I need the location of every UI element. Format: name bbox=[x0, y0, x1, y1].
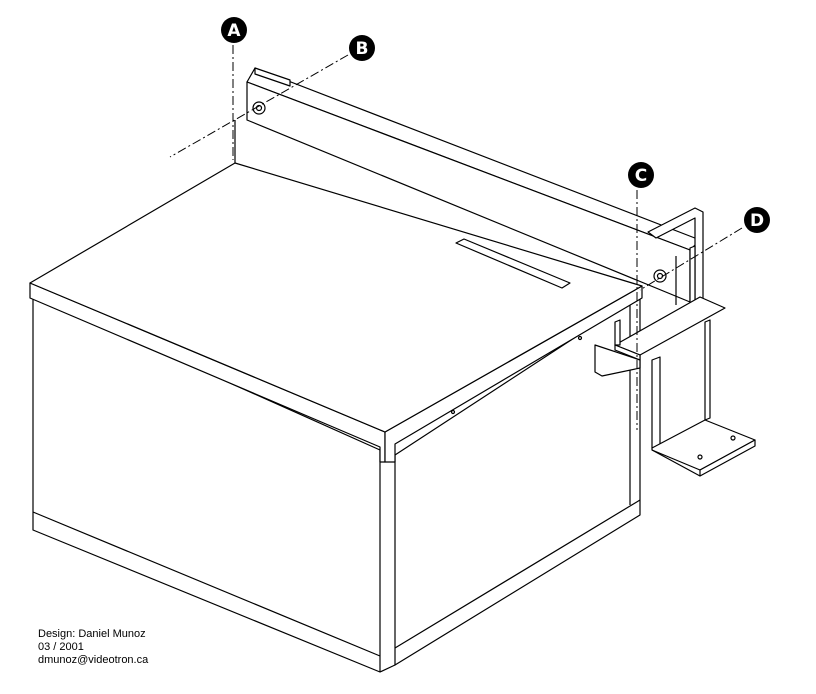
designer-credit: Design: Daniel Munoz bbox=[38, 628, 146, 640]
box-body bbox=[32, 294, 641, 673]
lid-slot bbox=[455, 238, 571, 289]
top-rail bbox=[246, 67, 701, 305]
design-date: 03 / 2001 bbox=[38, 641, 84, 653]
callout-d: D bbox=[744, 207, 770, 233]
svg-text:D: D bbox=[750, 211, 764, 231]
svg-text:B: B bbox=[356, 39, 369, 59]
designer-email: dmunoz@videotron.ca bbox=[38, 654, 149, 666]
mounting-bracket bbox=[594, 207, 756, 477]
svg-text:A: A bbox=[227, 21, 241, 41]
callout-b: B bbox=[349, 35, 375, 61]
callout-a: A bbox=[221, 17, 247, 43]
box-lid bbox=[29, 162, 643, 463]
credits-block: Design: Daniel Munoz 03 / 2001 dmunoz@vi… bbox=[38, 628, 148, 667]
centerline-d bbox=[639, 227, 743, 291]
svg-text:C: C bbox=[635, 166, 647, 186]
centerline-b bbox=[169, 54, 349, 158]
callout-c: C bbox=[628, 162, 654, 188]
